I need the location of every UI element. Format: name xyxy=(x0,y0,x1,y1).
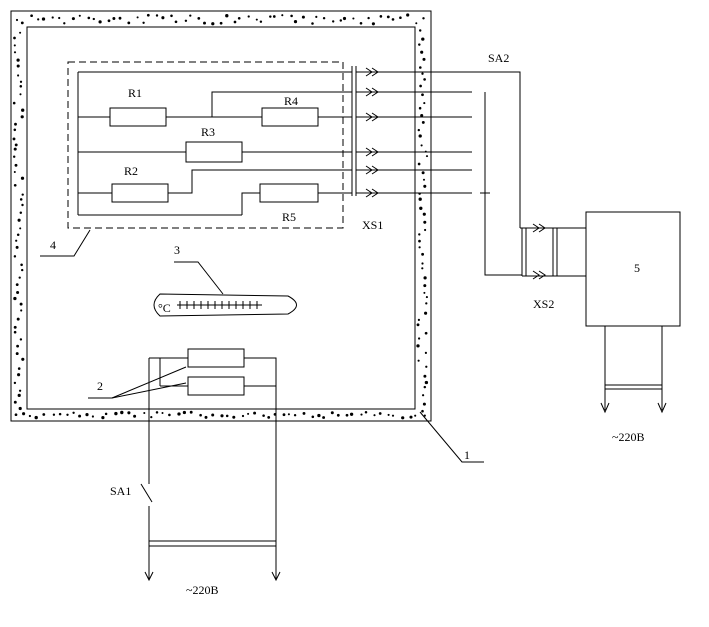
label-r2: R2 xyxy=(124,164,138,178)
label-r4: R4 xyxy=(284,94,298,108)
label-r3: R3 xyxy=(201,125,215,139)
callout-5: 5 xyxy=(634,261,640,275)
connector-xs2 xyxy=(520,223,586,280)
heaters xyxy=(140,348,281,582)
label-r1: R1 xyxy=(128,86,142,100)
callout-1: 1 xyxy=(464,448,470,462)
label-sa2: SA2 xyxy=(488,51,509,65)
label-xs2: XS2 xyxy=(533,297,554,311)
meter-box xyxy=(585,211,681,327)
right-supply xyxy=(600,326,667,414)
thermometer-unit: °C xyxy=(158,301,171,315)
supply-right-label: ~220В xyxy=(612,430,645,444)
resistor-block-border xyxy=(67,61,344,229)
label-sa1: SA1 xyxy=(110,484,131,498)
thermometer xyxy=(153,293,297,317)
callout-2: 2 xyxy=(97,379,103,393)
connector-xs1 xyxy=(351,66,357,196)
callout-3: 3 xyxy=(174,243,180,257)
callout-4: 4 xyxy=(50,238,56,252)
chamber-insulation xyxy=(10,10,432,422)
label-r5: R5 xyxy=(282,210,296,224)
supply-bottom-label: ~220В xyxy=(186,583,219,597)
switch-sa2 xyxy=(484,92,522,276)
label-xs1: XS1 xyxy=(362,218,383,232)
